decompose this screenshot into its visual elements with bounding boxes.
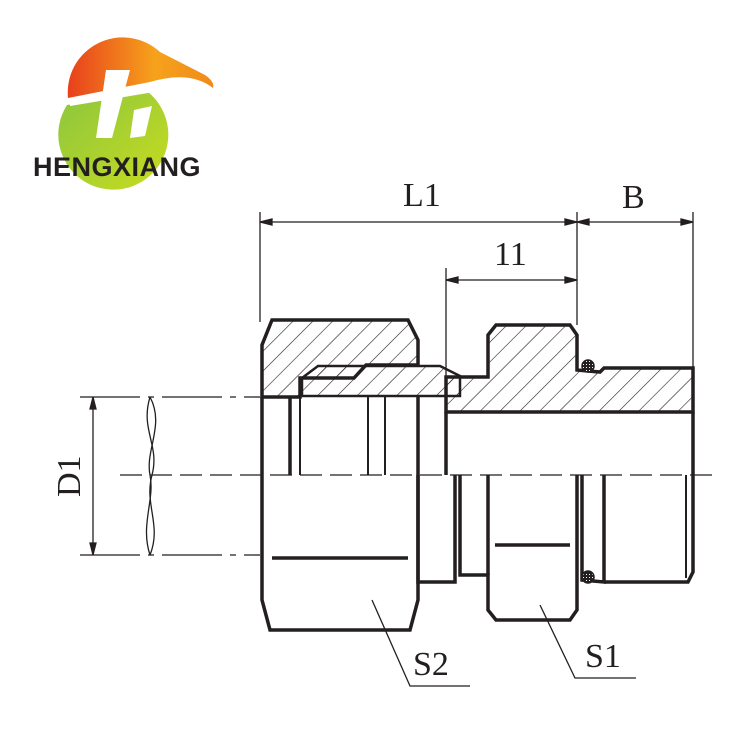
dim-B-label: B (622, 179, 645, 216)
dim-D1-label: D1 (51, 455, 88, 497)
dim-L1-label: L1 (403, 177, 441, 214)
dim-l1-label: 11 (494, 236, 527, 273)
brand-name: HENGXIANG (33, 152, 202, 182)
dim-S1-label: S1 (585, 638, 621, 675)
dimension-lines (80, 212, 720, 687)
fitting-section (260, 318, 695, 632)
dim-S2-label: S2 (413, 646, 449, 683)
